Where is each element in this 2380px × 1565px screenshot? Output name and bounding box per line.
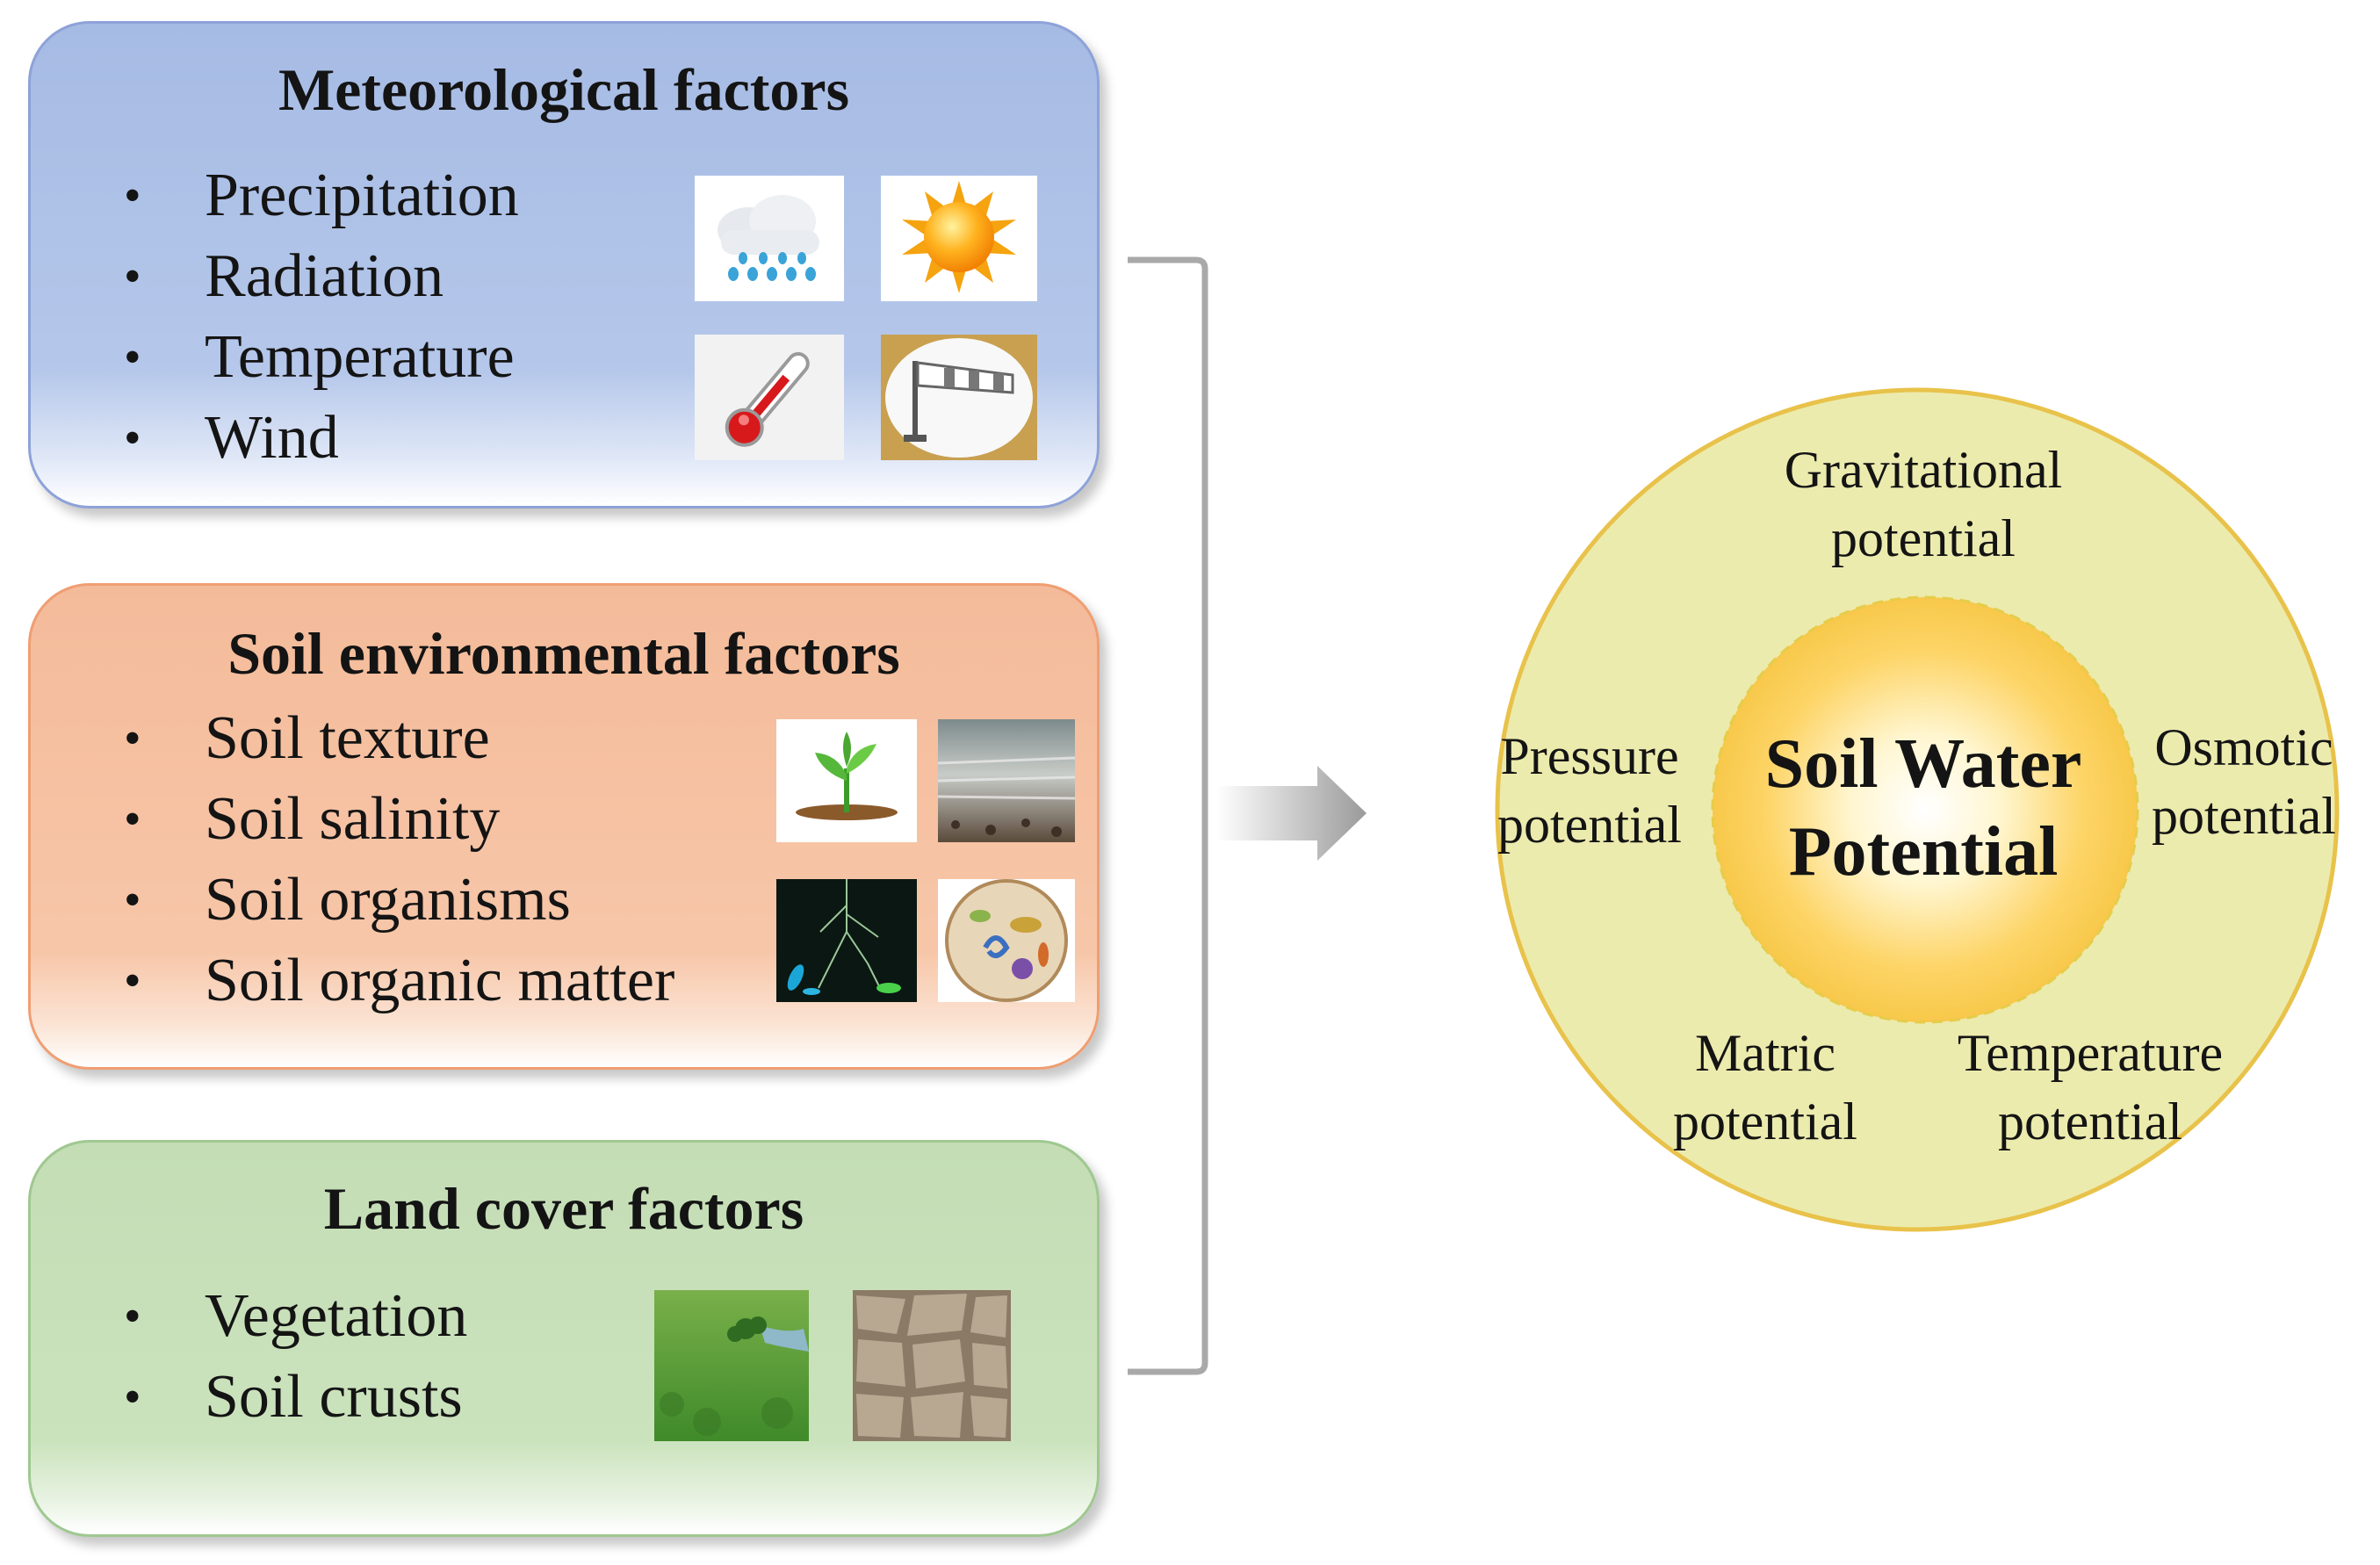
list-item: •Precipitation (124, 162, 519, 229)
list-item: •Soil salinity (124, 785, 501, 853)
salty-soil-photo (938, 719, 1075, 842)
roots-microbes-photo (776, 879, 917, 1002)
panel-title: Meteorological factors (278, 56, 850, 123)
meteorological-factor-list: •Precipitation •Radiation •Temperature •… (124, 155, 519, 479)
list-item: •Wind (124, 404, 339, 472)
list-item: •Radiation (124, 242, 444, 310)
meteorological-factors-panel: Meteorological factors •Precipitation •R… (28, 21, 1100, 508)
sun-icon (881, 176, 1037, 301)
soil-factor-list: •Soil texture •Soil salinity •Soil organ… (124, 698, 674, 1021)
bracket-line (1128, 256, 1208, 1375)
temperature-potential-label: Temperature potential (1957, 1024, 2224, 1150)
seedling-icon (776, 719, 917, 842)
list-item: •Temperature (124, 323, 515, 391)
center-title: Soil Water Potential (1764, 725, 2082, 891)
osmotic-potential-label: Osmotic potential (2152, 718, 2336, 845)
cracked-crust-photo (853, 1290, 1011, 1441)
grassland-photo (654, 1290, 809, 1441)
rain-cloud-icon (695, 176, 844, 301)
soil-microorganisms-photo (938, 879, 1075, 1002)
gravitational-potential-label: Gravitational potential (1784, 441, 2063, 567)
land-cover-factor-list: •Vegetation •Soil crusts (124, 1276, 467, 1438)
list-item: •Vegetation (124, 1282, 468, 1350)
thermometer-icon (695, 335, 844, 460)
soil-environmental-factors-panel: Soil environmental factors •Soil texture… (28, 583, 1100, 1070)
list-item: •Soil texture (124, 704, 490, 772)
matric-potential-label: Matric potential (1673, 1024, 1857, 1150)
core-circle (1711, 595, 2139, 1024)
land-cover-factors-panel: Land cover factors •Vegetation •Soil cru… (28, 1140, 1100, 1537)
list-item: •Soil organic matter (124, 947, 675, 1014)
panel-title: Land cover factors (323, 1175, 804, 1242)
right-arrow (1216, 766, 1367, 861)
windsock-icon (881, 335, 1037, 460)
pressure-potential-label: Pressure potential (1497, 727, 1682, 854)
panel-title: Soil environmental factors (227, 620, 900, 687)
list-item: •Soil organisms (124, 866, 571, 934)
list-item: •Soil crusts (124, 1363, 463, 1431)
